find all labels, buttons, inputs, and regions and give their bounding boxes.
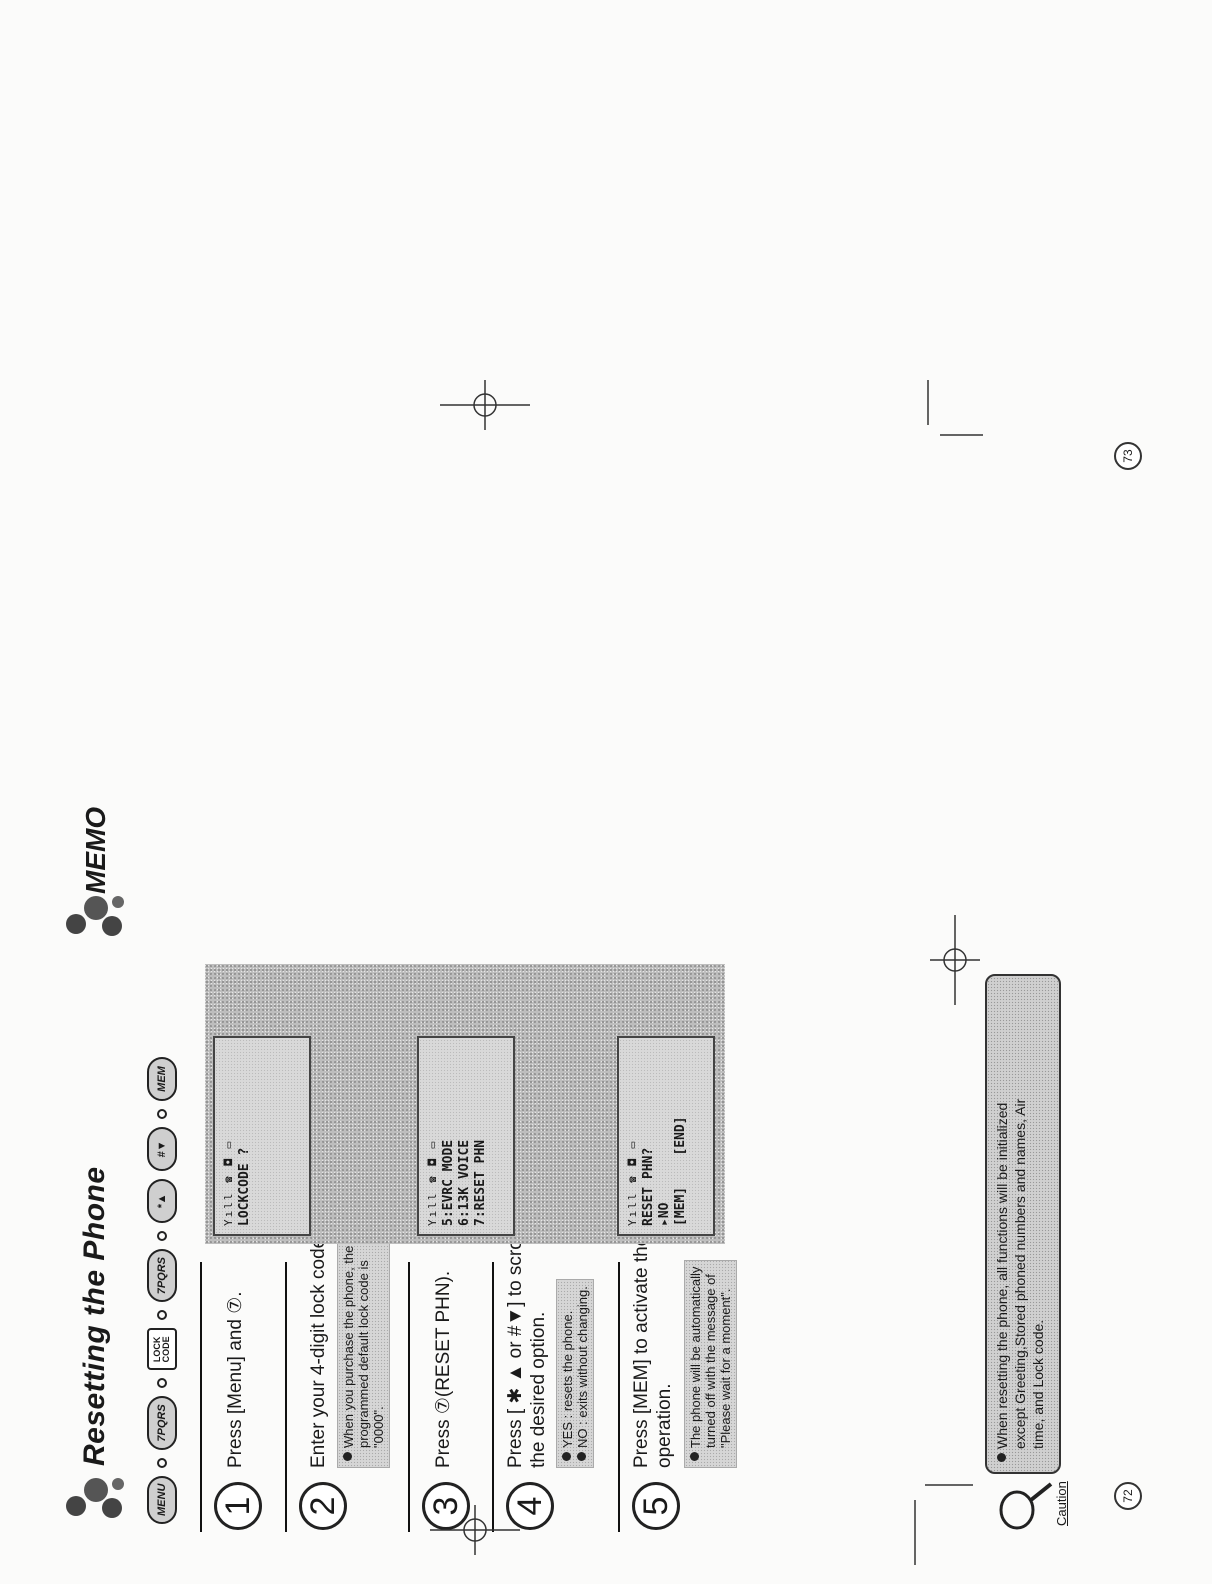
sequence-arrow-icon <box>157 1378 167 1389</box>
lcd-status-bar: Yıll ☎ ◘ ▭ <box>222 1139 235 1226</box>
title-ornament-icon <box>66 1478 124 1518</box>
lcd-status-bar: Yıll ☎ ◘ ▭ <box>626 1139 639 1226</box>
sequence-arrow-icon <box>157 1109 167 1119</box>
bullet-icon <box>562 1452 571 1461</box>
hash-down-key: #▼ <box>147 1127 177 1171</box>
bullet-icon <box>690 1452 699 1461</box>
sequence-arrow-icon <box>157 1457 167 1468</box>
step-note: When you purchase the phone, the program… <box>337 1238 390 1468</box>
memo-label: MEMO <box>80 806 111 894</box>
step-number: 2 <box>299 1482 347 1530</box>
page-title: Resetting the Phone <box>78 1166 111 1466</box>
sequence-arrow-icon <box>157 1310 167 1321</box>
page-number-left: 72 <box>1114 1482 1142 1510</box>
star-up-key: *▲ <box>147 1179 177 1223</box>
step-number: 5 <box>632 1482 680 1530</box>
lcd-screens-panel: Yıll ☎ ◘ ▭ LOCKCODE ? Yıll ☎ ◘ ▭ 5:EVRC … <box>205 964 725 1244</box>
caution-note: When resetting the phone, all functions … <box>985 974 1061 1474</box>
crop-mark-icon <box>927 380 983 436</box>
step-text: Enter your 4-digit lock code. <box>308 1232 329 1468</box>
menu-key: MENU <box>147 1475 177 1524</box>
lcd-screen-lockcode: Yıll ☎ ◘ ▭ LOCKCODE ? <box>213 1036 311 1236</box>
step-text: Press [ ✱ ▲ or #▼] to scroll to the desi… <box>505 1209 549 1468</box>
memo-ornament-icon <box>66 896 124 936</box>
lcd-screen-menu: Yıll ☎ ◘ ▭ 5:EVRC MODE 6:13K VOICE 7:RES… <box>417 1036 515 1236</box>
crop-mark-icon <box>914 1484 973 1565</box>
lcd-status-bar: Yıll ☎ ◘ ▭ <box>426 1139 439 1226</box>
page-number-right: 73 <box>1114 442 1142 470</box>
step-text: Press [MEM] to activate the operation. <box>631 1235 675 1468</box>
bullet-icon <box>343 1452 352 1461</box>
mem-key: MEM <box>147 1057 177 1101</box>
step-text: Press [Menu] and ⑦. <box>225 1291 246 1468</box>
step-text: Press ⑦(RESET PHN). <box>433 1270 454 1468</box>
lcd-screen-reset: Yıll ☎ ◘ ▭ RESET PHN? ▸NO [MEM] [END] <box>617 1036 715 1236</box>
step-note: YES : resets the phone. NO : exits witho… <box>556 1279 594 1468</box>
caution-label: Caution <box>1054 1481 1069 1526</box>
registration-mark-icon <box>430 1505 520 1555</box>
registration-mark-icon <box>440 380 530 430</box>
step-note: The phone will be automatically turned o… <box>684 1259 737 1468</box>
magnifier-icon <box>999 1482 1053 1530</box>
registration-mark-icon <box>930 915 980 1005</box>
seven-pqrs-key: 7PQRS <box>147 1249 177 1303</box>
sequence-arrow-icon <box>157 1231 167 1241</box>
step-number: 1 <box>214 1482 262 1530</box>
bullet-icon <box>997 1453 1006 1462</box>
seven-pqrs-key: 7PQRS <box>147 1396 177 1450</box>
bullet-icon <box>577 1452 586 1461</box>
